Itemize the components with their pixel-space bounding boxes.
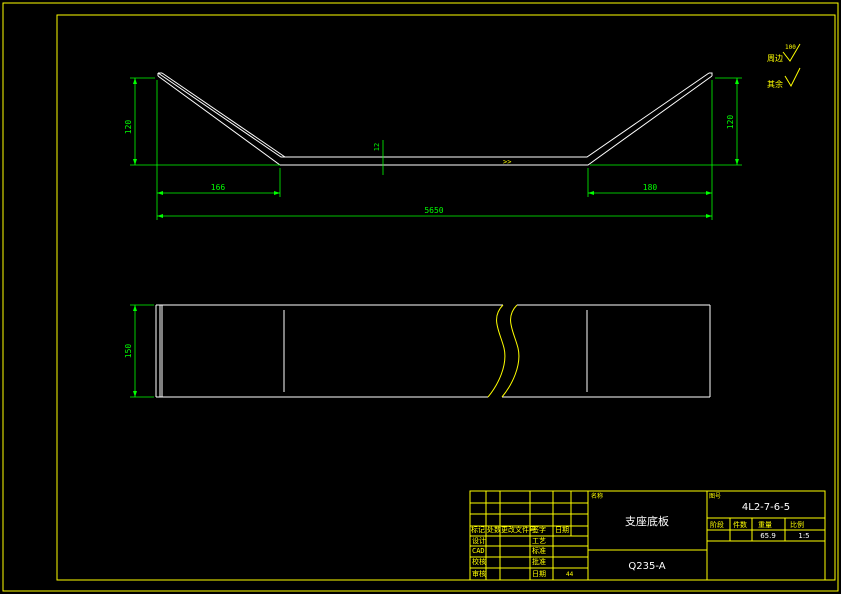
dim-overall-length: 5650 (424, 206, 443, 215)
finish-rest-value: 100 (785, 44, 796, 51)
dim-right-height: 120 (726, 115, 735, 130)
rev-header-date: 日期 (555, 526, 569, 534)
dim-thickness: 12 (373, 143, 381, 151)
label-approve: 审核 (472, 569, 486, 578)
weight-label: 重量 (758, 521, 772, 529)
rev-header-sign: 签字 (532, 525, 546, 534)
title-block: 标记 处数 更改文件号 签字 日期 设计 CAD 校核 审核 工艺 标准 批准 … (469, 490, 826, 581)
scale-value: 1:5 (798, 532, 809, 540)
rev-header-count: 处数 (487, 525, 501, 534)
material: Q235-A (628, 561, 665, 572)
dim-left-height: 120 (124, 120, 133, 135)
label-date: 日期 (532, 570, 546, 578)
stage-label: 阶段 (710, 520, 724, 529)
label-design: 设计 (472, 536, 486, 545)
code-label: 图号 (709, 493, 721, 500)
top-view (155, 304, 711, 398)
rev-header-file: 更改文件号 (501, 525, 536, 534)
part-name: 支座底板 (625, 514, 669, 528)
dim-left-horizontal: 166 (211, 183, 226, 192)
dim-plate-width: 150 (124, 344, 133, 359)
surface-finish-marks: 周边 100 其余 (767, 43, 801, 89)
dim-right-horizontal: 180 (643, 183, 658, 192)
label-standard: 标准 (532, 546, 546, 555)
part-name-label: 名称 (591, 492, 603, 500)
weight-value: 65.9 (760, 532, 776, 540)
front-dimensions: 120 120 12 166 180 5650 (124, 77, 742, 220)
rev-header-mark: 标记 (471, 525, 485, 534)
sheet-number: 44 (566, 571, 574, 578)
drawing-number: 4L2-7-6-5 (742, 502, 790, 513)
finish-rest-label: 周边 (767, 53, 783, 63)
label-cad: CAD (472, 547, 485, 555)
label-check: 校核 (472, 557, 486, 566)
inner-border (56, 14, 836, 581)
front-view: >> (157, 72, 713, 166)
label-process: 工艺 (532, 537, 546, 545)
count-label: 件数 (733, 520, 747, 529)
label-review: 批准 (532, 557, 546, 566)
top-dimensions: 150 (124, 304, 154, 398)
svg-text:>>: >> (503, 158, 511, 166)
scale-label: 比例 (790, 520, 804, 529)
finish-other-label: 其余 (767, 79, 783, 89)
